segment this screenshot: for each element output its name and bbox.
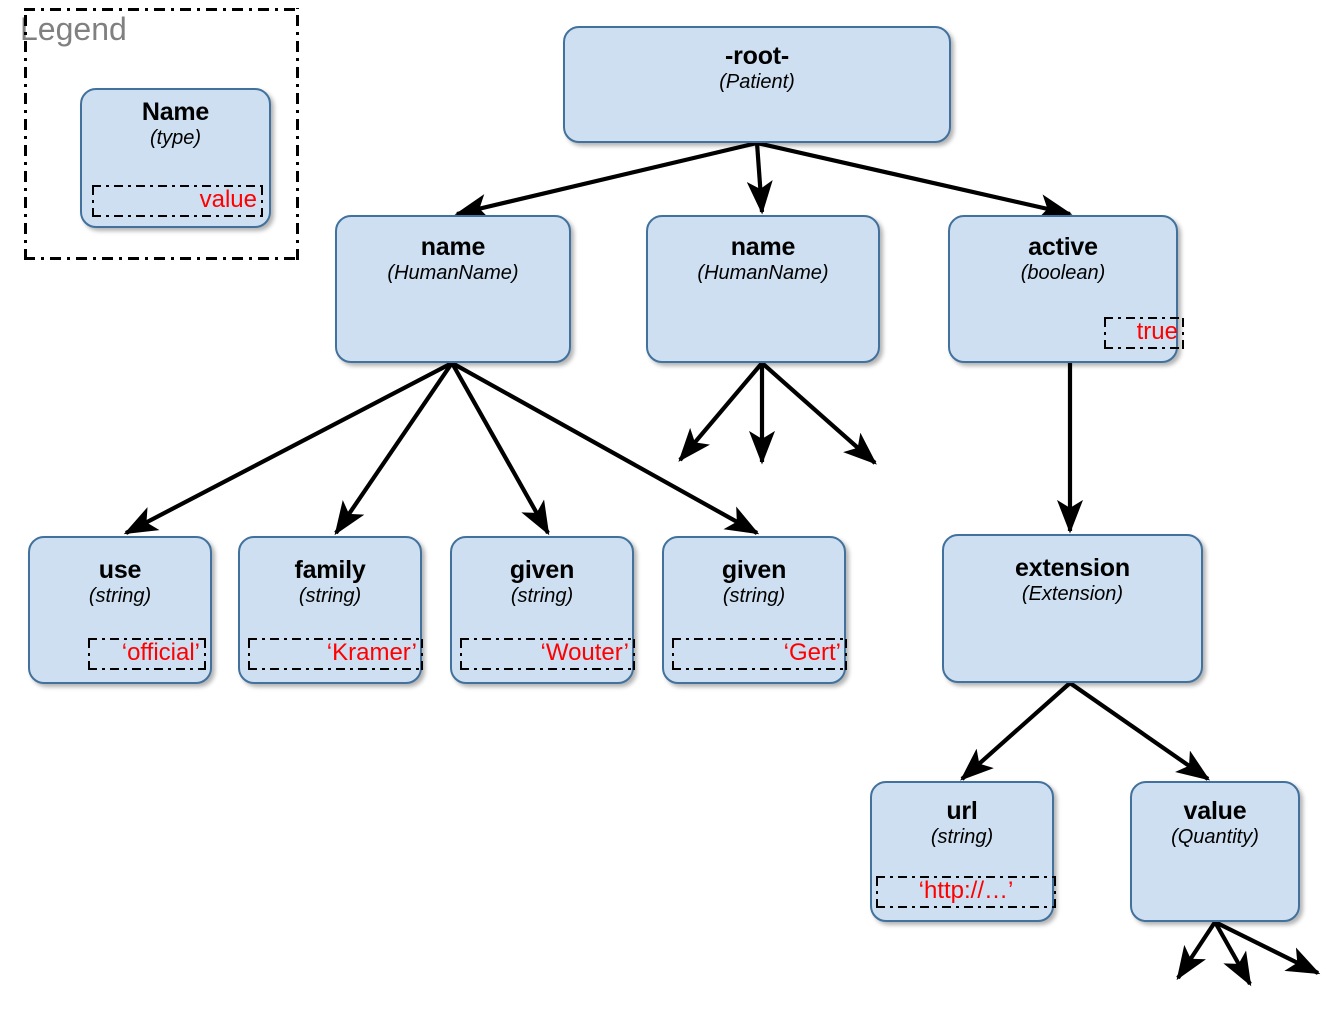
node-name-1[interactable]: name (HumanName) (335, 215, 571, 363)
node-family[interactable]: family (string) ‘Kramer’ (238, 536, 422, 684)
edge-value-stub-right (1214, 920, 1321, 975)
node-url-value: ‘http://…’ (876, 876, 1056, 908)
node-url-type: (string) (930, 826, 994, 848)
node-name-2[interactable]: name (HumanName) (646, 215, 880, 363)
edge-name1-to-family (334, 361, 454, 536)
node-family-name: family (294, 556, 366, 584)
node-root-name: -root- (724, 42, 790, 70)
node-given-1-type: (string) (510, 585, 574, 607)
edge-root-to-name2 (746, 142, 773, 215)
node-use[interactable]: use (string) ‘official’ (28, 536, 212, 684)
node-value-name: value (1183, 797, 1247, 825)
node-name-1-type: (HumanName) (387, 262, 519, 284)
node-url[interactable]: url (string) ‘http://…’ (870, 781, 1054, 922)
node-use-name: use (98, 556, 142, 584)
node-active-type: (boolean) (1020, 262, 1106, 284)
node-given-2-value: ‘Gert’ (672, 638, 847, 670)
node-family-value: ‘Kramer’ (248, 638, 423, 670)
legend-sample-value: value (92, 185, 263, 217)
legend-sample-name: Name (141, 98, 210, 126)
edge-name1-to-given1 (450, 361, 550, 536)
edge-root-to-active (756, 140, 1073, 220)
edge-value-stub-center (1213, 920, 1252, 987)
node-given-2[interactable]: given (string) ‘Gert’ (662, 536, 846, 684)
node-given-1-name: given (509, 556, 575, 584)
node-name-2-name: name (730, 233, 796, 261)
node-root-type: (Patient) (719, 71, 795, 93)
node-url-name: url (946, 797, 978, 825)
node-value[interactable]: value (Quantity) (1130, 781, 1300, 922)
node-use-value: ‘official’ (88, 638, 206, 670)
node-name-1-name: name (420, 233, 486, 261)
node-family-type: (string) (298, 585, 362, 607)
node-value-type: (Quantity) (1171, 826, 1259, 848)
node-active-value: true (1104, 317, 1184, 349)
node-extension-name: extension (1015, 554, 1130, 582)
node-active-name: active (1028, 233, 1098, 261)
node-extension[interactable]: extension (Extension) (942, 534, 1203, 683)
edge-root-to-name1 (454, 140, 758, 220)
legend-sample-node: Name (type) value (80, 88, 271, 228)
edge-name2-stub-right (760, 361, 877, 465)
node-given-2-name: given (721, 556, 787, 584)
node-root[interactable]: -root- (Patient) (563, 26, 951, 143)
edge-extension-to-url (960, 681, 1072, 781)
node-given-2-type: (string) (722, 585, 786, 607)
edge-name1-to-given2 (450, 361, 760, 535)
node-given-1-value: ‘Wouter’ (460, 638, 635, 670)
node-use-type: (string) (88, 585, 152, 607)
node-name-2-type: (HumanName) (697, 262, 829, 284)
edge-value-stub-left (1176, 920, 1217, 981)
edge-extension-to-value (1068, 681, 1211, 781)
node-given-1[interactable]: given (string) ‘Wouter’ (450, 536, 634, 684)
node-active[interactable]: active (boolean) true (948, 215, 1178, 363)
edge-name1-to-use (123, 361, 453, 535)
edge-name2-stub-left (678, 361, 764, 462)
node-extension-type: (Extension) (1021, 583, 1124, 605)
legend-sample-type: (type) (149, 127, 202, 149)
